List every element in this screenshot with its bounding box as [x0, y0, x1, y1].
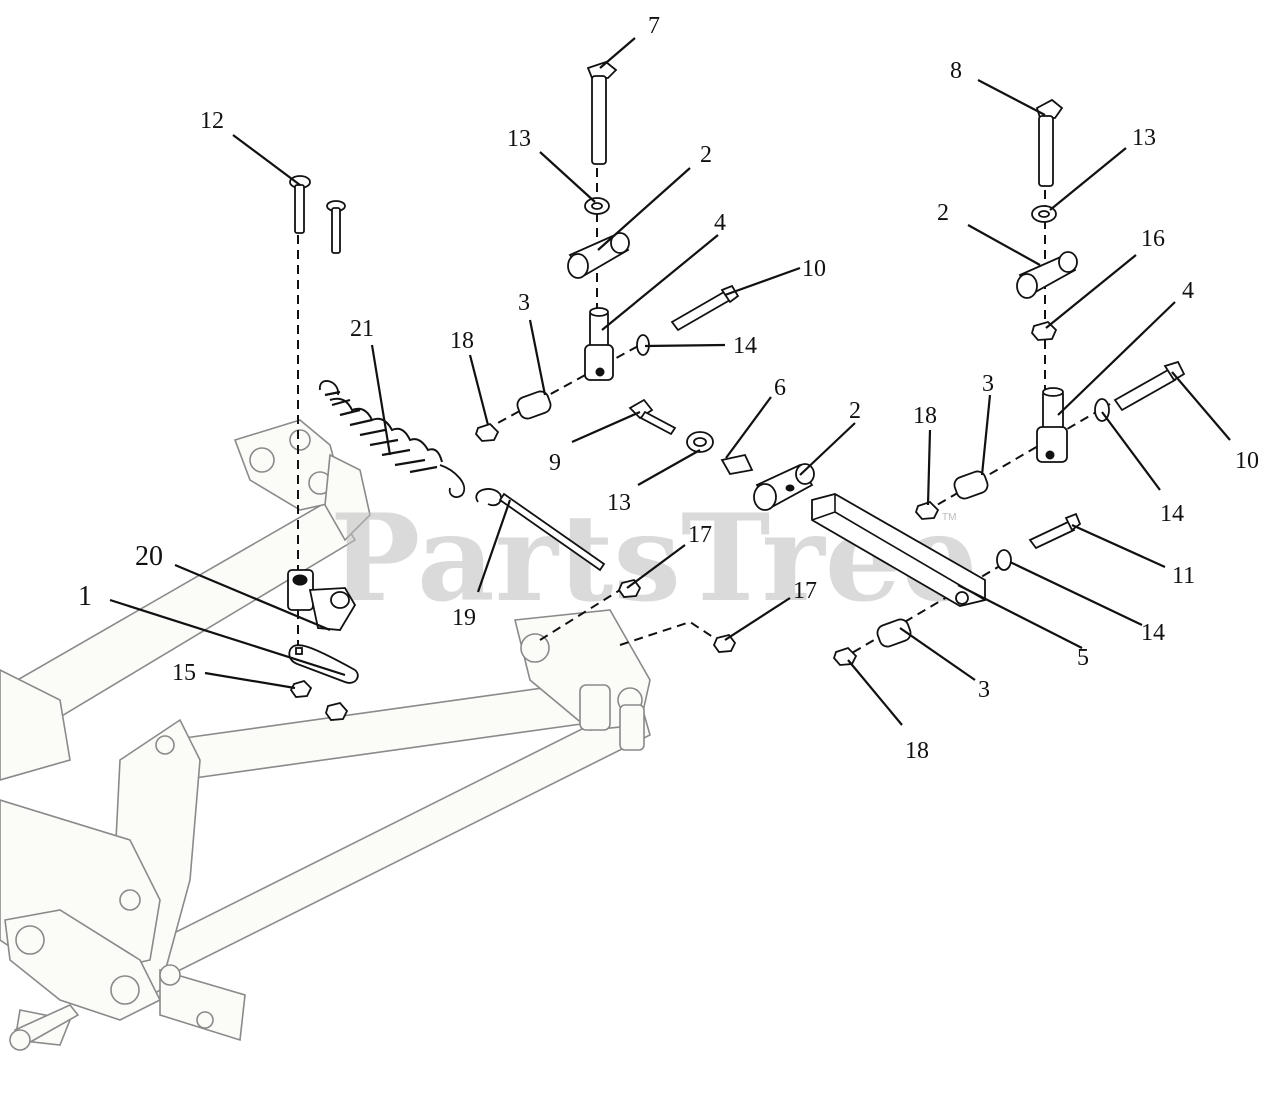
callout-2a: 2: [700, 142, 712, 168]
pin-10b: [1113, 368, 1177, 412]
callout-5: 5: [1077, 645, 1089, 671]
callout-12: 12: [200, 108, 224, 134]
callouts: 7 8 12 13 13 2 2 4 16 10 4 21 18 3 14 6 …: [78, 13, 1259, 764]
pivot-4b: [1036, 387, 1068, 463]
nut-18b: [914, 500, 940, 520]
callout-13b: 13: [1132, 125, 1156, 151]
callout-1: 1: [78, 581, 92, 612]
callout-16: 16: [1141, 226, 1165, 252]
watermark-text: PartsTree: [330, 488, 977, 629]
callout-21: 21: [350, 316, 374, 342]
parts: [287, 60, 1186, 721]
callout-6: 6: [774, 375, 786, 401]
spacer-3c: [876, 618, 912, 648]
callout-14a: 14: [733, 333, 757, 359]
swivel-2c: [753, 463, 815, 511]
callout-7: 7: [648, 13, 660, 39]
spacer-3a: [516, 390, 552, 420]
bolt-8: [1035, 98, 1064, 187]
callout-14c: 14: [1141, 620, 1165, 646]
swivel-2b: [1016, 251, 1078, 299]
callout-4b: 4: [1182, 278, 1194, 304]
pin-9: [628, 398, 677, 436]
pin-10a: [670, 290, 732, 332]
spacer-3b: [953, 470, 989, 500]
pin-11: [1028, 512, 1082, 550]
callout-2b: 2: [937, 200, 949, 226]
mower-frame: [0, 419, 651, 1051]
callout-9: 9: [549, 450, 561, 476]
callout-18a: 18: [450, 328, 474, 354]
pivot-4a: [584, 307, 614, 381]
callout-3a: 3: [518, 290, 530, 316]
nut-15b: [325, 701, 349, 721]
callout-17b: 17: [793, 578, 817, 604]
callout-11: 11: [1172, 563, 1195, 589]
callout-18b: 18: [913, 403, 937, 429]
nut-18c: [832, 646, 858, 666]
callout-10b: 10: [1235, 448, 1259, 474]
swivel-2a: [567, 232, 630, 279]
callout-13c: 13: [607, 490, 631, 516]
pin-6: [720, 453, 754, 475]
callout-3b: 3: [982, 371, 994, 397]
callout-14b: 14: [1160, 501, 1184, 527]
trademark-mark: TM: [942, 512, 956, 523]
nut-17a: [617, 578, 642, 598]
bar-5: [811, 493, 986, 607]
pin-12: [289, 175, 346, 254]
callout-10a: 10: [802, 256, 826, 282]
callout-2c: 2: [849, 398, 861, 424]
callout-18c: 18: [905, 738, 929, 764]
spring-21: [319, 380, 465, 498]
rod-19: [475, 488, 606, 572]
callout-17a: 17: [688, 522, 712, 548]
washer-14c: [996, 549, 1012, 571]
bolt-7: [586, 60, 618, 165]
bracket-20: [287, 569, 357, 631]
callout-20: 20: [135, 541, 163, 572]
callout-19: 19: [452, 605, 476, 631]
nut-17b: [712, 633, 737, 653]
callout-15: 15: [172, 660, 196, 686]
nut-15: [289, 679, 313, 698]
callout-4a: 4: [714, 210, 726, 236]
plate-1: [288, 644, 359, 684]
callout-3c: 3: [978, 677, 990, 703]
callout-13a: 13: [507, 126, 531, 152]
leader-lines: [109, 37, 1231, 726]
nut-18a: [474, 422, 500, 442]
callout-8: 8: [950, 58, 962, 84]
nut-16: [1031, 320, 1058, 341]
